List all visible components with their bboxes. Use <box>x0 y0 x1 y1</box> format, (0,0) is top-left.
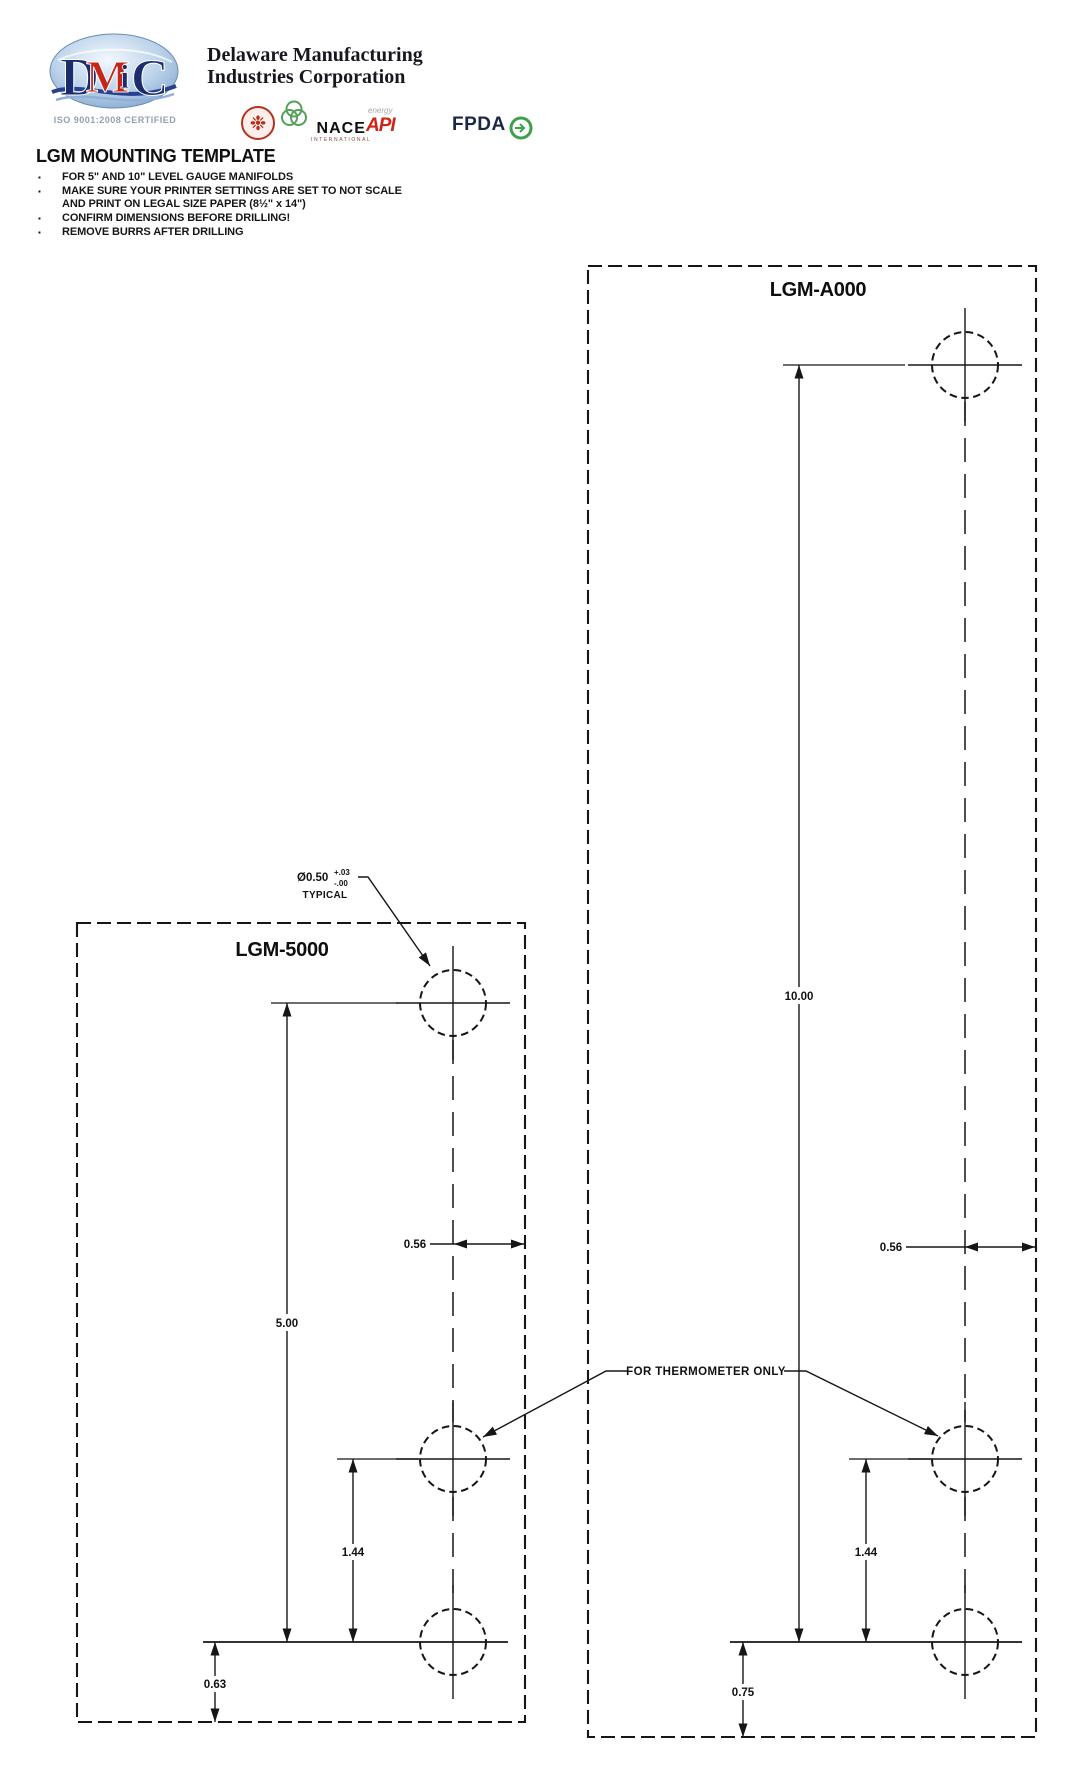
bullet-text: AND PRINT ON LEGAL SIZE PAPER (8½" x 14"… <box>62 198 306 210</box>
nace-logo: NACE INTERNATIONAL <box>311 120 372 144</box>
dimension-0-63: 0.63 <box>194 1642 236 1722</box>
hole-note-dia: Ø0.50 <box>297 872 328 884</box>
lgm5000-cut-outline <box>75 921 527 1724</box>
dimension-label: 10.00 <box>785 991 814 1003</box>
hole-note-tol-plus: +.03 <box>334 868 350 877</box>
asme-seal-icon: ❉ <box>240 105 276 146</box>
dmic-logo: D M i C <box>46 32 182 121</box>
wave-swoosh <box>51 84 177 96</box>
api-logo: energy API <box>366 106 456 137</box>
hole-note-tol-minus: -.00 <box>334 879 348 888</box>
lgma000-template: LGM-A000 10.00 <box>586 264 1038 1739</box>
bullet-marker: ▪ <box>38 187 41 196</box>
api-energy-text: energy <box>368 106 393 115</box>
dimension-label: 0.63 <box>204 1679 226 1691</box>
bullet-marker: ▪ <box>38 228 41 237</box>
api-text: API <box>366 115 396 136</box>
dimension-label: 1.44 <box>855 1547 878 1559</box>
logo-letter-d: D <box>60 47 99 107</box>
logo-letter-m: M <box>86 51 129 102</box>
bullet-text: MAKE SURE YOUR PRINTER SETTINGS ARE SET … <box>62 185 402 197</box>
dimension-1-44: 1.44 <box>332 1458 418 1642</box>
hole-note-leader <box>358 876 431 967</box>
nace-text: NACE <box>316 120 366 137</box>
dimension-label: 5.00 <box>276 1318 298 1330</box>
iso-certified-text: ISO 9001:2008 CERTIFIED <box>53 115 177 125</box>
bullet-item: ▪ MAKE SURE YOUR PRINTER SETTINGS ARE SET… <box>38 185 598 199</box>
dimension-1-44: 1.44 <box>845 1458 931 1642</box>
dimension-label: 1.44 <box>342 1547 365 1559</box>
bullet-text: FOR 5" AND 10" LEVEL GAUGE MANIFOLDS <box>62 171 294 183</box>
dimension-label: 0.56 <box>880 1242 902 1254</box>
hole-diameter-note: Ø0.50 +.03 -.00 TYPICAL <box>297 868 431 967</box>
svg-text:❉: ❉ <box>250 113 267 135</box>
fpda-logo: FPDA <box>452 114 506 135</box>
lgma000-cut-outline <box>586 264 1038 1739</box>
bullet-item: ▪ FOR 5" AND 10" LEVEL GAUGE MANIFOLDS <box>38 171 598 185</box>
green-arrow-icon <box>508 115 534 146</box>
lgm5000-title: LGM-5000 <box>235 939 328 961</box>
lgm5000-template: LGM-5000 5.00 <box>75 868 527 1724</box>
thermometer-leader-left <box>482 1370 628 1438</box>
lgma000-title: LGM-A000 <box>770 279 867 301</box>
drill-hole-top <box>396 946 510 1060</box>
drill-hole-top <box>908 308 1022 422</box>
logo-letter-i: i <box>120 59 129 96</box>
nace-subtext: INTERNATIONAL <box>311 137 372 143</box>
bullet-text: CONFIRM DIMENSIONS BEFORE DRILLING! <box>62 212 291 224</box>
thermometer-leader-right <box>784 1370 939 1437</box>
thermometer-callout: FOR THERMOMETER ONLY <box>482 1366 939 1438</box>
logo-letter-c: C <box>131 50 169 107</box>
company-name-line2: Industries Corporation <box>207 66 406 88</box>
dimension-0-56: 0.56 <box>880 1242 1035 1254</box>
dimension-label: 0.56 <box>404 1239 426 1251</box>
company-name: Delaware Manufacturing Industries Corpor… <box>207 44 423 88</box>
dimension-0-75: 0.75 <box>722 1642 764 1737</box>
page-title: LGM MOUNTING TEMPLATE <box>36 146 276 166</box>
dimension-10-00: 10.00 <box>774 364 905 1642</box>
hole-note-typical: TYPICAL <box>303 890 348 901</box>
bullet-item: AND PRINT ON LEGAL SIZE PAPER (8½" x 14"… <box>38 198 598 212</box>
company-name-line1: Delaware Manufacturing <box>207 44 423 66</box>
bullet-text: REMOVE BURRS AFTER DRILLING <box>62 226 244 238</box>
bullet-marker: ▪ <box>38 173 41 182</box>
dimension-label: 0.75 <box>732 1687 755 1699</box>
bullet-item: ▪ CONFIRM DIMENSIONS BEFORE DRILLING! <box>38 212 598 226</box>
bullet-marker: ▪ <box>38 214 41 223</box>
bullet-item: ▪ REMOVE BURRS AFTER DRILLING <box>38 226 598 240</box>
triquetra-icon <box>280 100 308 133</box>
dimension-5-00: 5.00 <box>265 1002 397 1642</box>
thermometer-label: FOR THERMOMETER ONLY <box>626 1366 786 1378</box>
dimension-0-56: 0.56 <box>404 1239 524 1251</box>
